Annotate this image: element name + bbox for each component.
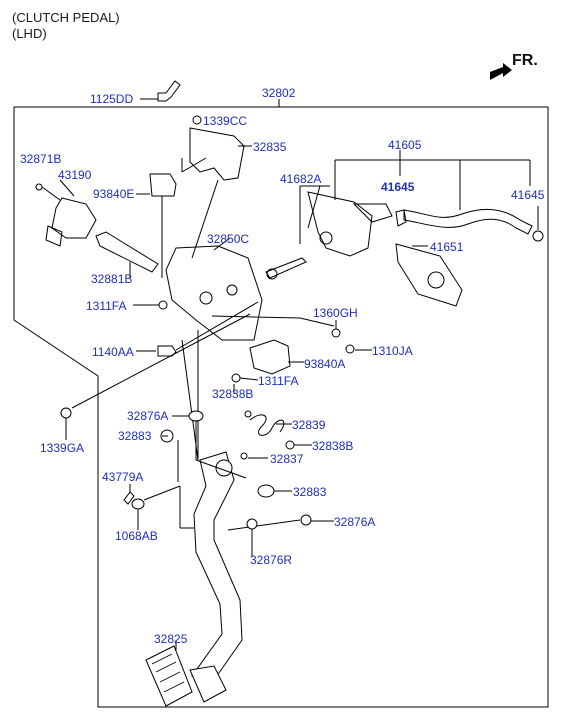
- diagram-subtitle: (LHD): [12, 26, 47, 41]
- callout-1140aa: 1140AA: [92, 345, 134, 359]
- callout-32881b: 32881B: [91, 272, 133, 286]
- callout-1311fa-b: 1311FA: [258, 374, 299, 388]
- callout-41645-bold: 41645: [381, 180, 415, 194]
- callout-32802: 32802: [262, 86, 296, 100]
- callout-41651: 41651: [430, 240, 464, 254]
- clip-41645: [395, 209, 407, 227]
- callout-43779a: 43779A: [102, 470, 144, 484]
- callout-32876a-a: 32876A: [127, 409, 169, 423]
- callout-32883-b: 32883: [293, 485, 327, 499]
- callout-32883-a: 32883: [118, 429, 152, 443]
- master-cylinder: [307, 191, 373, 257]
- callout-1310ja: 1310JA: [372, 344, 413, 358]
- nut-1311fa: [158, 300, 168, 310]
- bushing-32883-b: [257, 484, 275, 498]
- plate-41651: [395, 243, 463, 307]
- washer-1068ab: [131, 498, 145, 510]
- hose-41605: [403, 209, 533, 235]
- callout-32838b-b: 32838B: [312, 439, 354, 453]
- bracket-32835: [189, 127, 245, 181]
- nut-1339cc: [192, 115, 202, 125]
- pedal-arm-32825: [191, 451, 243, 681]
- callout-41682a: 41682A: [280, 172, 322, 186]
- callout-93840a: 93840A: [304, 357, 346, 371]
- front-arrow-icon: [490, 63, 512, 80]
- nut-1339ga: [60, 407, 72, 419]
- callout-32876a-b: 32876A: [334, 515, 376, 529]
- spring-32839: [249, 414, 285, 436]
- stopper-32876r: [246, 518, 258, 530]
- front-direction-label: FR.: [512, 52, 538, 69]
- push-rod: [265, 257, 307, 279]
- bumper-32876a: [188, 410, 204, 422]
- callout-32838b-a: 32838B: [212, 387, 254, 401]
- callout-41605: 41605: [388, 138, 422, 152]
- assembly-frame: [13, 106, 549, 708]
- sensor-93840e: [149, 173, 177, 197]
- callout-32839: 32839: [292, 418, 326, 432]
- callout-1339cc: 1339CC: [203, 114, 248, 128]
- callout-32825: 32825: [154, 632, 188, 646]
- callout-32876r: 32876R: [250, 553, 293, 567]
- callout-32835: 32835: [253, 140, 287, 154]
- bolt-1125dd: [157, 80, 181, 102]
- switch-43190: [51, 197, 97, 239]
- callout-32871b: 32871B: [20, 152, 62, 166]
- callout-1068ab: 1068AB: [115, 529, 158, 543]
- switch-93840a: [249, 339, 291, 375]
- callout-32850c: 32850C: [207, 232, 250, 246]
- callout-43190: 43190: [58, 168, 92, 182]
- callout-1125dd: 1125DD: [90, 92, 134, 106]
- stopper-32876a: [300, 514, 312, 526]
- clip-43779a: [123, 491, 135, 505]
- callout-32837: 32837: [270, 452, 304, 466]
- callout-41645: 41645: [511, 188, 545, 202]
- diagram-title: (CLUTCH PEDAL): [12, 10, 120, 25]
- bracket-32850c: [165, 245, 263, 341]
- callout-1311fa-a: 1311FA: [86, 299, 127, 313]
- pedal-pad: [145, 645, 193, 707]
- callout-1339ga: 1339GA: [40, 441, 85, 455]
- callout-1360gh: 1360GH: [313, 306, 358, 320]
- callout-93840e: 93840E: [93, 187, 135, 201]
- pin-32881b: [95, 231, 159, 273]
